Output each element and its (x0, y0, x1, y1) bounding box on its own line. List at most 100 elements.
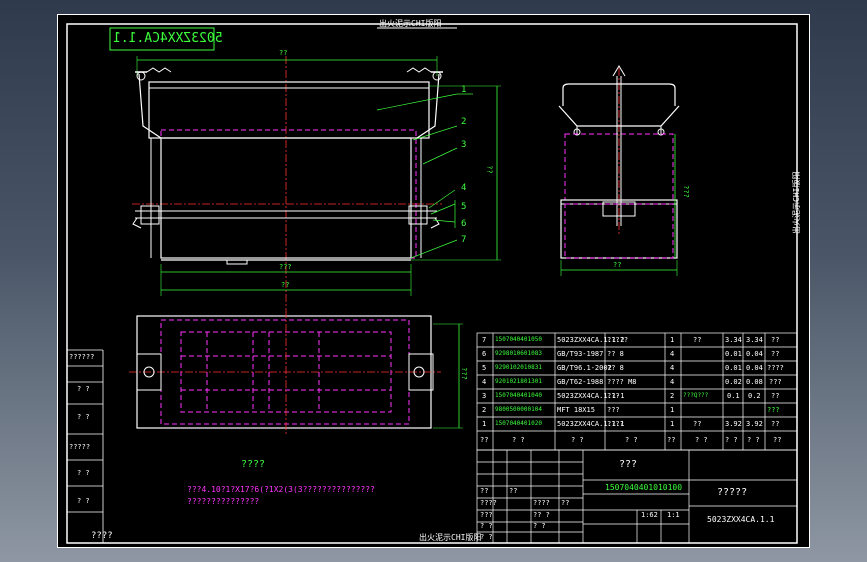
notes-heading: ???? (241, 459, 266, 470)
side-label: 出火泥示CHI版阳 (792, 171, 801, 234)
mirror-drawing-code: 5023ZXX4CA.1.1 (113, 31, 223, 46)
part-desc: ??? (607, 406, 620, 414)
part-w1: 0.1 (727, 392, 740, 400)
drawing-name: ????? (717, 487, 748, 498)
part-no: 3 (482, 392, 487, 400)
left-panel-2: ? ? (77, 385, 90, 393)
callout-2: 2 (461, 117, 467, 127)
part-w1: 3.34 (725, 336, 742, 344)
inner-frame (66, 23, 798, 544)
dim-inner-width: ??? (279, 263, 292, 271)
front-view (132, 56, 501, 310)
part-w1: 0.01 (725, 350, 742, 358)
bottom-title: 出火泥示CHI版阳 (419, 533, 482, 542)
part-mat: ?? (693, 420, 702, 428)
dim-height-right: ?? (485, 165, 494, 174)
title-col-4: ?? (561, 499, 570, 507)
title-row-5: ? ? (480, 533, 493, 541)
title-block-grid (476, 449, 798, 544)
sheet-label: 1:1 (667, 511, 680, 519)
part-qty: 1 (670, 420, 675, 428)
part-w1: 3.92 (725, 420, 742, 428)
part-no: 4 (482, 378, 487, 386)
parts-header-mat: ? ? (695, 436, 708, 444)
part-note: ?? (771, 350, 780, 358)
part-mat: ???Q??? (683, 392, 709, 399)
part-code: 1507040401020 (495, 420, 542, 427)
part-desc: ???? (607, 420, 624, 428)
dim-plan-height: ??? (459, 367, 468, 380)
side-view (558, 65, 680, 276)
left-panel-lines (67, 349, 104, 543)
part-desc: ?? 8 (607, 350, 624, 358)
part-code: 9800500000104 (495, 406, 542, 413)
part-qty: 1 (670, 406, 675, 414)
part-name: 5023ZXX4CA.1.1.2 (557, 336, 625, 344)
top-title: 出火泥示CHI版阳 (379, 19, 442, 28)
drawing-sheet: 出火泥示CHI版阳 出火泥示CHI版阳 出火泥示CHI版阳 5023ZXX4CA… (57, 14, 810, 548)
left-panel-3: ? ? (77, 413, 90, 421)
part-no: 7 (482, 336, 487, 344)
part-note: ?? (771, 336, 780, 344)
part-qty: 4 (670, 350, 675, 358)
part-no: 5 (482, 364, 487, 372)
part-code: 1507040401040 (495, 392, 542, 399)
drawing-code: 1507040401010100 (605, 483, 683, 492)
part-note: ?? (771, 392, 780, 400)
part-qty: 1 (670, 336, 675, 344)
part-no: 6 (482, 350, 487, 358)
title-row-1: ?? (480, 487, 489, 495)
part-qty: 4 (670, 364, 675, 372)
part-no: 2 (482, 406, 487, 414)
title-col-5: ? ? (533, 522, 546, 530)
part-no: 1 (482, 420, 487, 428)
parts-header-note: ?? (773, 436, 782, 444)
part-qty: 4 (670, 378, 675, 386)
parts-header-code: ? ? (512, 436, 525, 444)
outer-frame (57, 14, 810, 548)
parts-header-w2: ? ? (747, 436, 760, 444)
title-col-2: ???? (533, 499, 550, 507)
callout-6: 6 (461, 219, 467, 229)
part-qty: 2 (670, 392, 675, 400)
part-name: GB/T62-1988 (557, 378, 604, 386)
callout-4: 4 (461, 183, 467, 193)
left-panel-4: ????? (69, 443, 91, 451)
dim-side-width: ?? (613, 261, 622, 269)
left-panel-5: ? ? (77, 469, 90, 477)
drawing-number: 5023ZXX4CA.1.1 (707, 515, 775, 524)
part-code: 9201021801301 (495, 378, 542, 385)
part-w1: 0.02 (725, 378, 742, 386)
part-w2: 0.2 (748, 392, 761, 400)
parts-header-name: ? ? (571, 436, 584, 444)
dim-side-height: ??? (681, 185, 690, 198)
notes-line-1: ???4.10?1?X17?6(?1X2(3(3??????????????? (187, 485, 375, 494)
part-code: 1507040401050 (495, 336, 542, 343)
part-desc: ?? 8 (607, 364, 624, 372)
part-w2: 0.04 (746, 350, 763, 358)
callout-7: 7 (461, 235, 467, 245)
title-row-4: ? ? (480, 522, 493, 530)
cad-drawing (57, 14, 810, 548)
callout-1: 1 (461, 85, 467, 95)
title-row-3: ??? (480, 511, 493, 519)
dim-bottom-width: ?? (281, 281, 290, 289)
plan-view (129, 310, 463, 434)
part-name: GB/T96.1-2002 (557, 364, 612, 372)
part-w1: 0.01 (725, 364, 742, 372)
callout-3: 3 (461, 140, 467, 150)
dim-top-width: ?? (279, 49, 288, 57)
part-w2: 3.92 (746, 420, 763, 428)
parts-header-w1: ? ? (725, 436, 738, 444)
part-desc: ???? M8 (607, 378, 637, 386)
part-name: 5023ZXX4CA.1.1-1 (557, 392, 625, 400)
title-row-2: ???? (480, 499, 497, 507)
part-mat: ?? (693, 336, 702, 344)
part-desc: ??? (607, 392, 620, 400)
left-panel-1: ?????? (69, 353, 95, 361)
part-note: ?? (771, 420, 780, 428)
part-name: GB/T93-1987 (557, 350, 604, 358)
title-col-1: ?? (509, 487, 518, 495)
left-panel-6: ? ? (77, 497, 90, 505)
company-name: ??? (619, 459, 638, 470)
